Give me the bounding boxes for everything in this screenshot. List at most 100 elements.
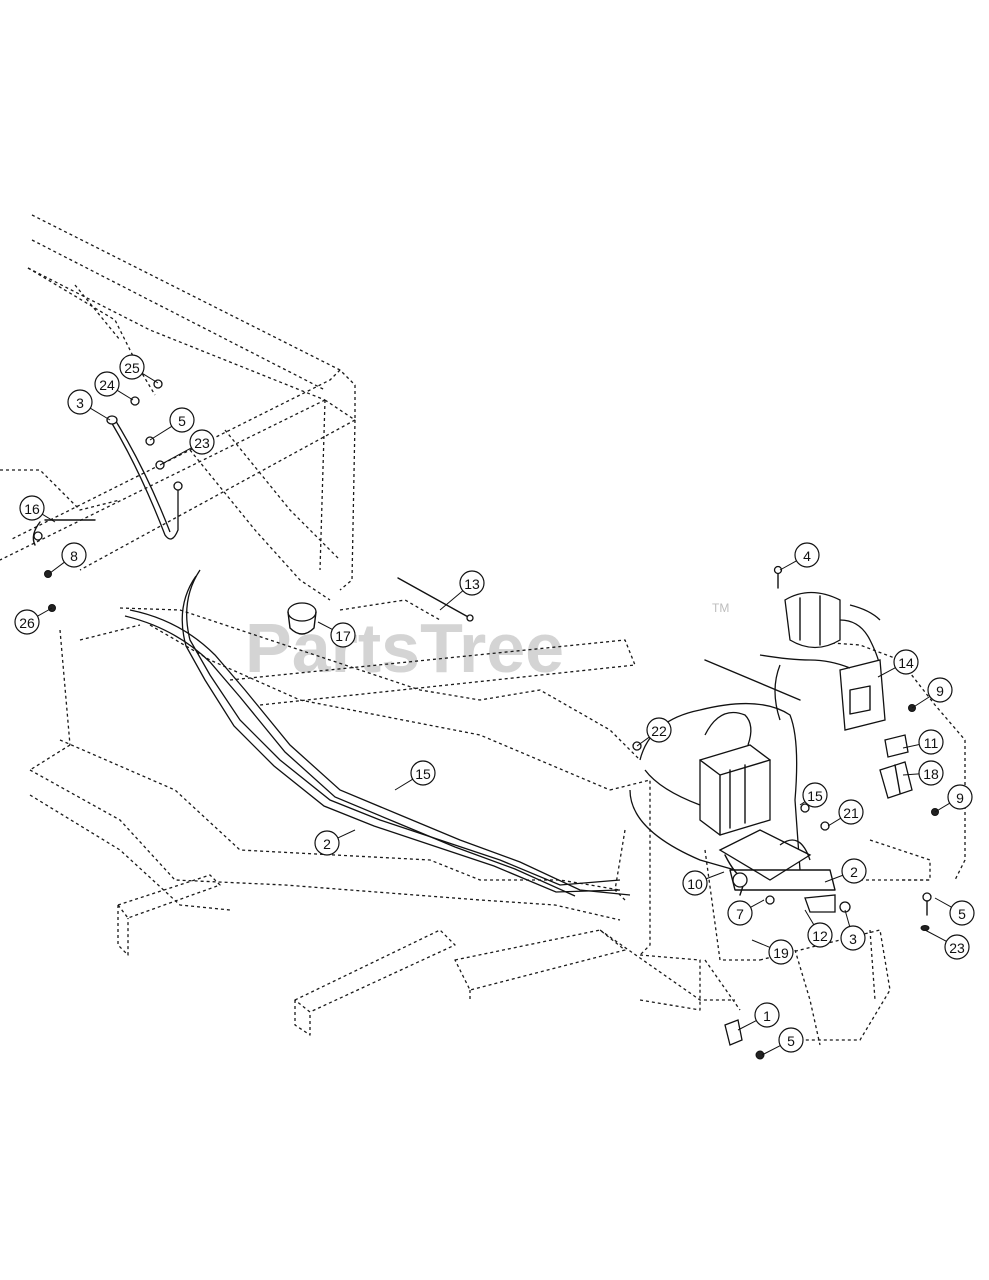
callout-circle <box>119 354 145 380</box>
main-battery-cable <box>124 569 631 897</box>
callout-23: 23 <box>159 429 215 466</box>
callout-13: 13 <box>439 570 485 611</box>
callout-number: 5 <box>178 413 186 429</box>
callout-number: 1 <box>763 1008 771 1024</box>
callout-leader <box>902 744 920 749</box>
callout-circle <box>410 760 436 786</box>
item-5-bolt-right <box>922 892 932 902</box>
callout-circle <box>67 389 93 415</box>
callout-4: 4 <box>779 542 820 571</box>
callout-number: 12 <box>812 928 828 944</box>
callout-circle <box>314 830 340 856</box>
callout-number: 19 <box>773 945 789 961</box>
callout-circle <box>947 784 973 810</box>
item-13-cable-tie <box>397 577 471 619</box>
callout-leader <box>827 817 842 827</box>
callout-number: 14 <box>898 655 914 671</box>
callout-24: 24 <box>94 371 134 401</box>
callout-leader <box>824 874 843 883</box>
callout-leader <box>37 607 53 617</box>
callout-12: 12 <box>804 909 833 948</box>
callout-5: 5 <box>149 407 195 441</box>
callout-number: 9 <box>936 683 944 699</box>
callout-leader <box>149 425 173 441</box>
callout-9: 9 <box>934 784 973 813</box>
item-15-end <box>800 803 810 813</box>
callout-number: 17 <box>335 628 351 644</box>
callout-number: 2 <box>850 864 858 880</box>
callout-16: 16 <box>19 495 56 523</box>
callout-8: 8 <box>49 542 87 574</box>
callout-15: 15 <box>799 782 828 808</box>
callout-number: 22 <box>651 723 667 739</box>
item-18-relay <box>879 761 913 799</box>
callout-leader <box>934 897 952 908</box>
callout-number: 15 <box>415 766 431 782</box>
callout-14: 14 <box>877 649 919 678</box>
callout-leader <box>737 1020 757 1031</box>
callout-circle <box>330 622 356 648</box>
callout-leader <box>141 372 159 384</box>
callout-leader <box>911 696 931 709</box>
item-7-bolt <box>765 895 775 905</box>
callout-3: 3 <box>67 389 111 421</box>
callout-18: 18 <box>902 760 944 786</box>
callout-leader <box>799 801 806 806</box>
watermark-trademark: TM <box>712 601 729 615</box>
item-11-clip <box>884 734 909 758</box>
callout-number: 11 <box>924 735 939 751</box>
callout-circle <box>838 799 864 825</box>
callout-circle <box>949 900 975 926</box>
callout-leader <box>41 513 56 523</box>
callout-17: 17 <box>317 621 356 648</box>
callout-number: 21 <box>843 805 859 821</box>
callout-circle <box>169 407 195 433</box>
callout-circle <box>918 760 944 786</box>
callout-number: 10 <box>687 876 703 892</box>
callout-circle <box>646 717 672 743</box>
callout-number: 8 <box>70 548 78 564</box>
callout-number: 9 <box>956 790 964 806</box>
callout-leader <box>317 621 333 630</box>
callout-22: 22 <box>636 717 672 747</box>
callout-23: 23 <box>924 929 970 960</box>
callout-number: 13 <box>464 576 480 592</box>
callout-circle <box>459 570 485 596</box>
callout-circle <box>778 1027 804 1053</box>
item-5-nut-bottom <box>755 1050 765 1060</box>
callout-leader <box>90 407 111 421</box>
callout-circle <box>94 371 120 397</box>
callout-circle <box>807 922 833 948</box>
callout-number: 15 <box>807 788 823 804</box>
callout-leader <box>751 939 771 948</box>
callout-number: 5 <box>787 1033 795 1049</box>
callout-leader <box>934 802 950 813</box>
item-10-terminal <box>732 872 748 888</box>
callout-25: 25 <box>119 354 159 384</box>
callout-26: 26 <box>14 607 53 635</box>
item-16-screw <box>33 531 43 541</box>
callout-number: 5 <box>958 906 966 922</box>
callout-7: 7 <box>727 899 765 926</box>
callout-circle <box>944 934 970 960</box>
item-13-tie-head <box>466 614 474 622</box>
callout-number: 7 <box>736 906 744 922</box>
callout-group: 2524352316826131741492211181591521221057… <box>14 354 975 1056</box>
callout-1: 1 <box>737 1002 780 1031</box>
callout-leader <box>159 447 192 466</box>
callout-leader <box>706 871 725 880</box>
callout-circle <box>794 542 820 568</box>
callout-number: 24 <box>99 377 115 393</box>
callout-leader <box>49 561 65 574</box>
callout-number: 23 <box>949 940 965 956</box>
callout-number: 23 <box>194 435 210 451</box>
callout-circle <box>927 677 953 703</box>
callout-circle <box>61 542 87 568</box>
callout-5: 5 <box>761 1027 804 1056</box>
callout-9: 9 <box>911 677 953 709</box>
callout-number: 3 <box>849 931 857 947</box>
callout-circle <box>189 429 215 455</box>
callout-number: 25 <box>124 360 140 376</box>
item-3-nut <box>839 901 851 913</box>
callout-3: 3 <box>840 909 866 951</box>
